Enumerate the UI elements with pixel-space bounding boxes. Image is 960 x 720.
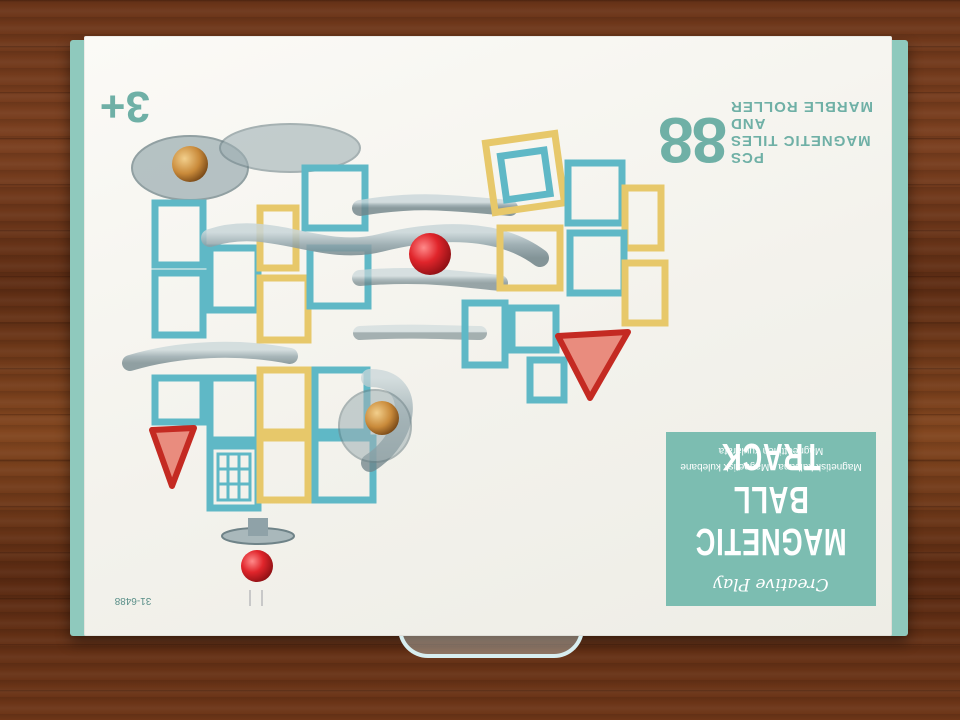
amber-marble bbox=[172, 146, 208, 182]
product-subtitle-line1: Magnetisk kulbana • Magnetisk kulebane bbox=[680, 461, 862, 472]
brand-name: Creative Play bbox=[713, 574, 829, 594]
pieces-desc-line1: MAGNETIC TILES bbox=[730, 132, 871, 149]
magnetic-tiles-right-cluster bbox=[461, 129, 669, 404]
amber-marble-lower bbox=[365, 401, 399, 435]
product-label-content: Creative Play MAGNETIC BALL TRACK Magnet… bbox=[666, 432, 876, 606]
pieces-desc-line2: AND bbox=[730, 115, 766, 132]
marble-launcher bbox=[221, 518, 295, 606]
magnetic-tiles-left-tower bbox=[151, 164, 377, 512]
pieces-label: PCS bbox=[730, 149, 764, 166]
product-subtitle-line2: Magneettinen kuularata bbox=[718, 445, 824, 456]
pieces-desc-line3: MARBLE ROLLER bbox=[730, 98, 873, 115]
red-marble bbox=[409, 233, 451, 275]
product-label: Creative Play MAGNETIC BALL TRACK Magnet… bbox=[666, 432, 876, 606]
grid-tile bbox=[216, 452, 252, 502]
marble-run-illustration bbox=[122, 123, 669, 606]
spiral-bowl-bottom bbox=[338, 389, 412, 463]
pieces-count-block: 88 PCS MAGNETIC TILES AND MARBLE ROLLER bbox=[660, 62, 873, 176]
funnel-bowl-top bbox=[131, 123, 361, 201]
red-triangle-tiles bbox=[149, 329, 631, 489]
pieces-description: PCS MAGNETIC TILES AND MARBLE ROLLER bbox=[730, 98, 880, 166]
red-marble-falling bbox=[241, 550, 273, 582]
product-title-line1: MAGNETIC bbox=[694, 520, 847, 562]
